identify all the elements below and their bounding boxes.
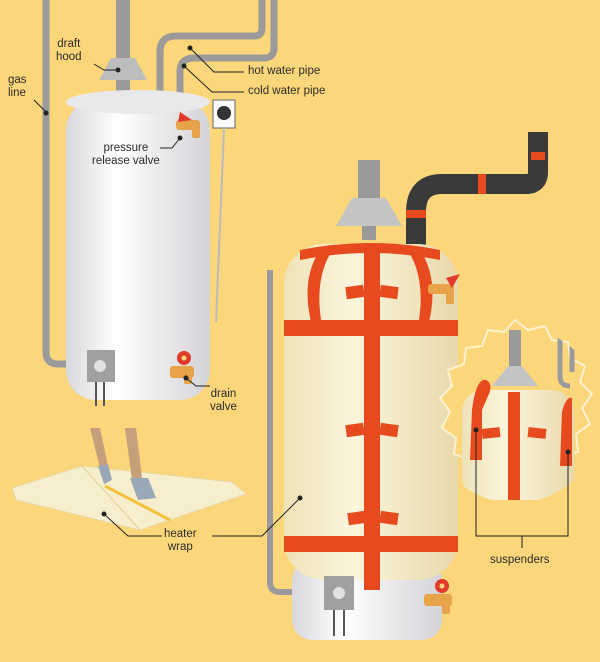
label-suspenders: suspenders (490, 554, 550, 566)
label-pressure-release-valve: pressure release valve (92, 142, 160, 168)
label-draft-hood: draft hood (56, 38, 82, 64)
suspenders-inset (438, 318, 594, 500)
pressure-release-valve-right (428, 274, 460, 304)
label-gas-line: gas line (8, 74, 27, 100)
hands (90, 428, 156, 500)
gas-line-right (267, 270, 328, 595)
label-drain-valve-1: drain (210, 388, 237, 400)
label-heater-wrap: heater wrap (164, 528, 197, 554)
vent-pipe (116, 0, 130, 62)
draft-hood (99, 58, 147, 80)
label-draft-hood-1: draft (57, 38, 81, 50)
label-drain-valve: drain valve (210, 388, 237, 414)
label-gas-line-1: gas (8, 74, 27, 86)
label-heater-wrap-2: wrap (167, 541, 193, 553)
label-heater-wrap-1: heater (164, 528, 197, 540)
cold-water-pipe (176, 0, 278, 98)
leader-lines (33, 45, 571, 548)
tank (66, 100, 210, 400)
label-pressure-release-valve-1: pressure (103, 142, 149, 154)
right-heater (267, 132, 548, 640)
label-draft-hood-2: hood (56, 51, 82, 63)
insulated-pipe (406, 132, 548, 246)
label-pressure-release-valve-2: release valve (92, 155, 160, 167)
label-drain-valve-2: valve (210, 401, 237, 413)
gas-line (42, 0, 90, 368)
label-cold-water-pipe: cold water pipe (248, 85, 326, 97)
heater-wrap-blanket (11, 465, 247, 531)
pressure-release-valve (176, 112, 200, 138)
hot-water-pipe (156, 0, 266, 96)
wrap-straps (284, 243, 458, 590)
draft-hood-right (336, 198, 402, 226)
left-heater (42, 0, 278, 406)
vent-pipe-right (358, 160, 380, 202)
drain-valve (170, 351, 194, 384)
label-gas-line-2: line (8, 87, 26, 99)
drain-valve-right (424, 579, 452, 614)
label-hot-water-pipe: hot water pipe (248, 65, 321, 77)
